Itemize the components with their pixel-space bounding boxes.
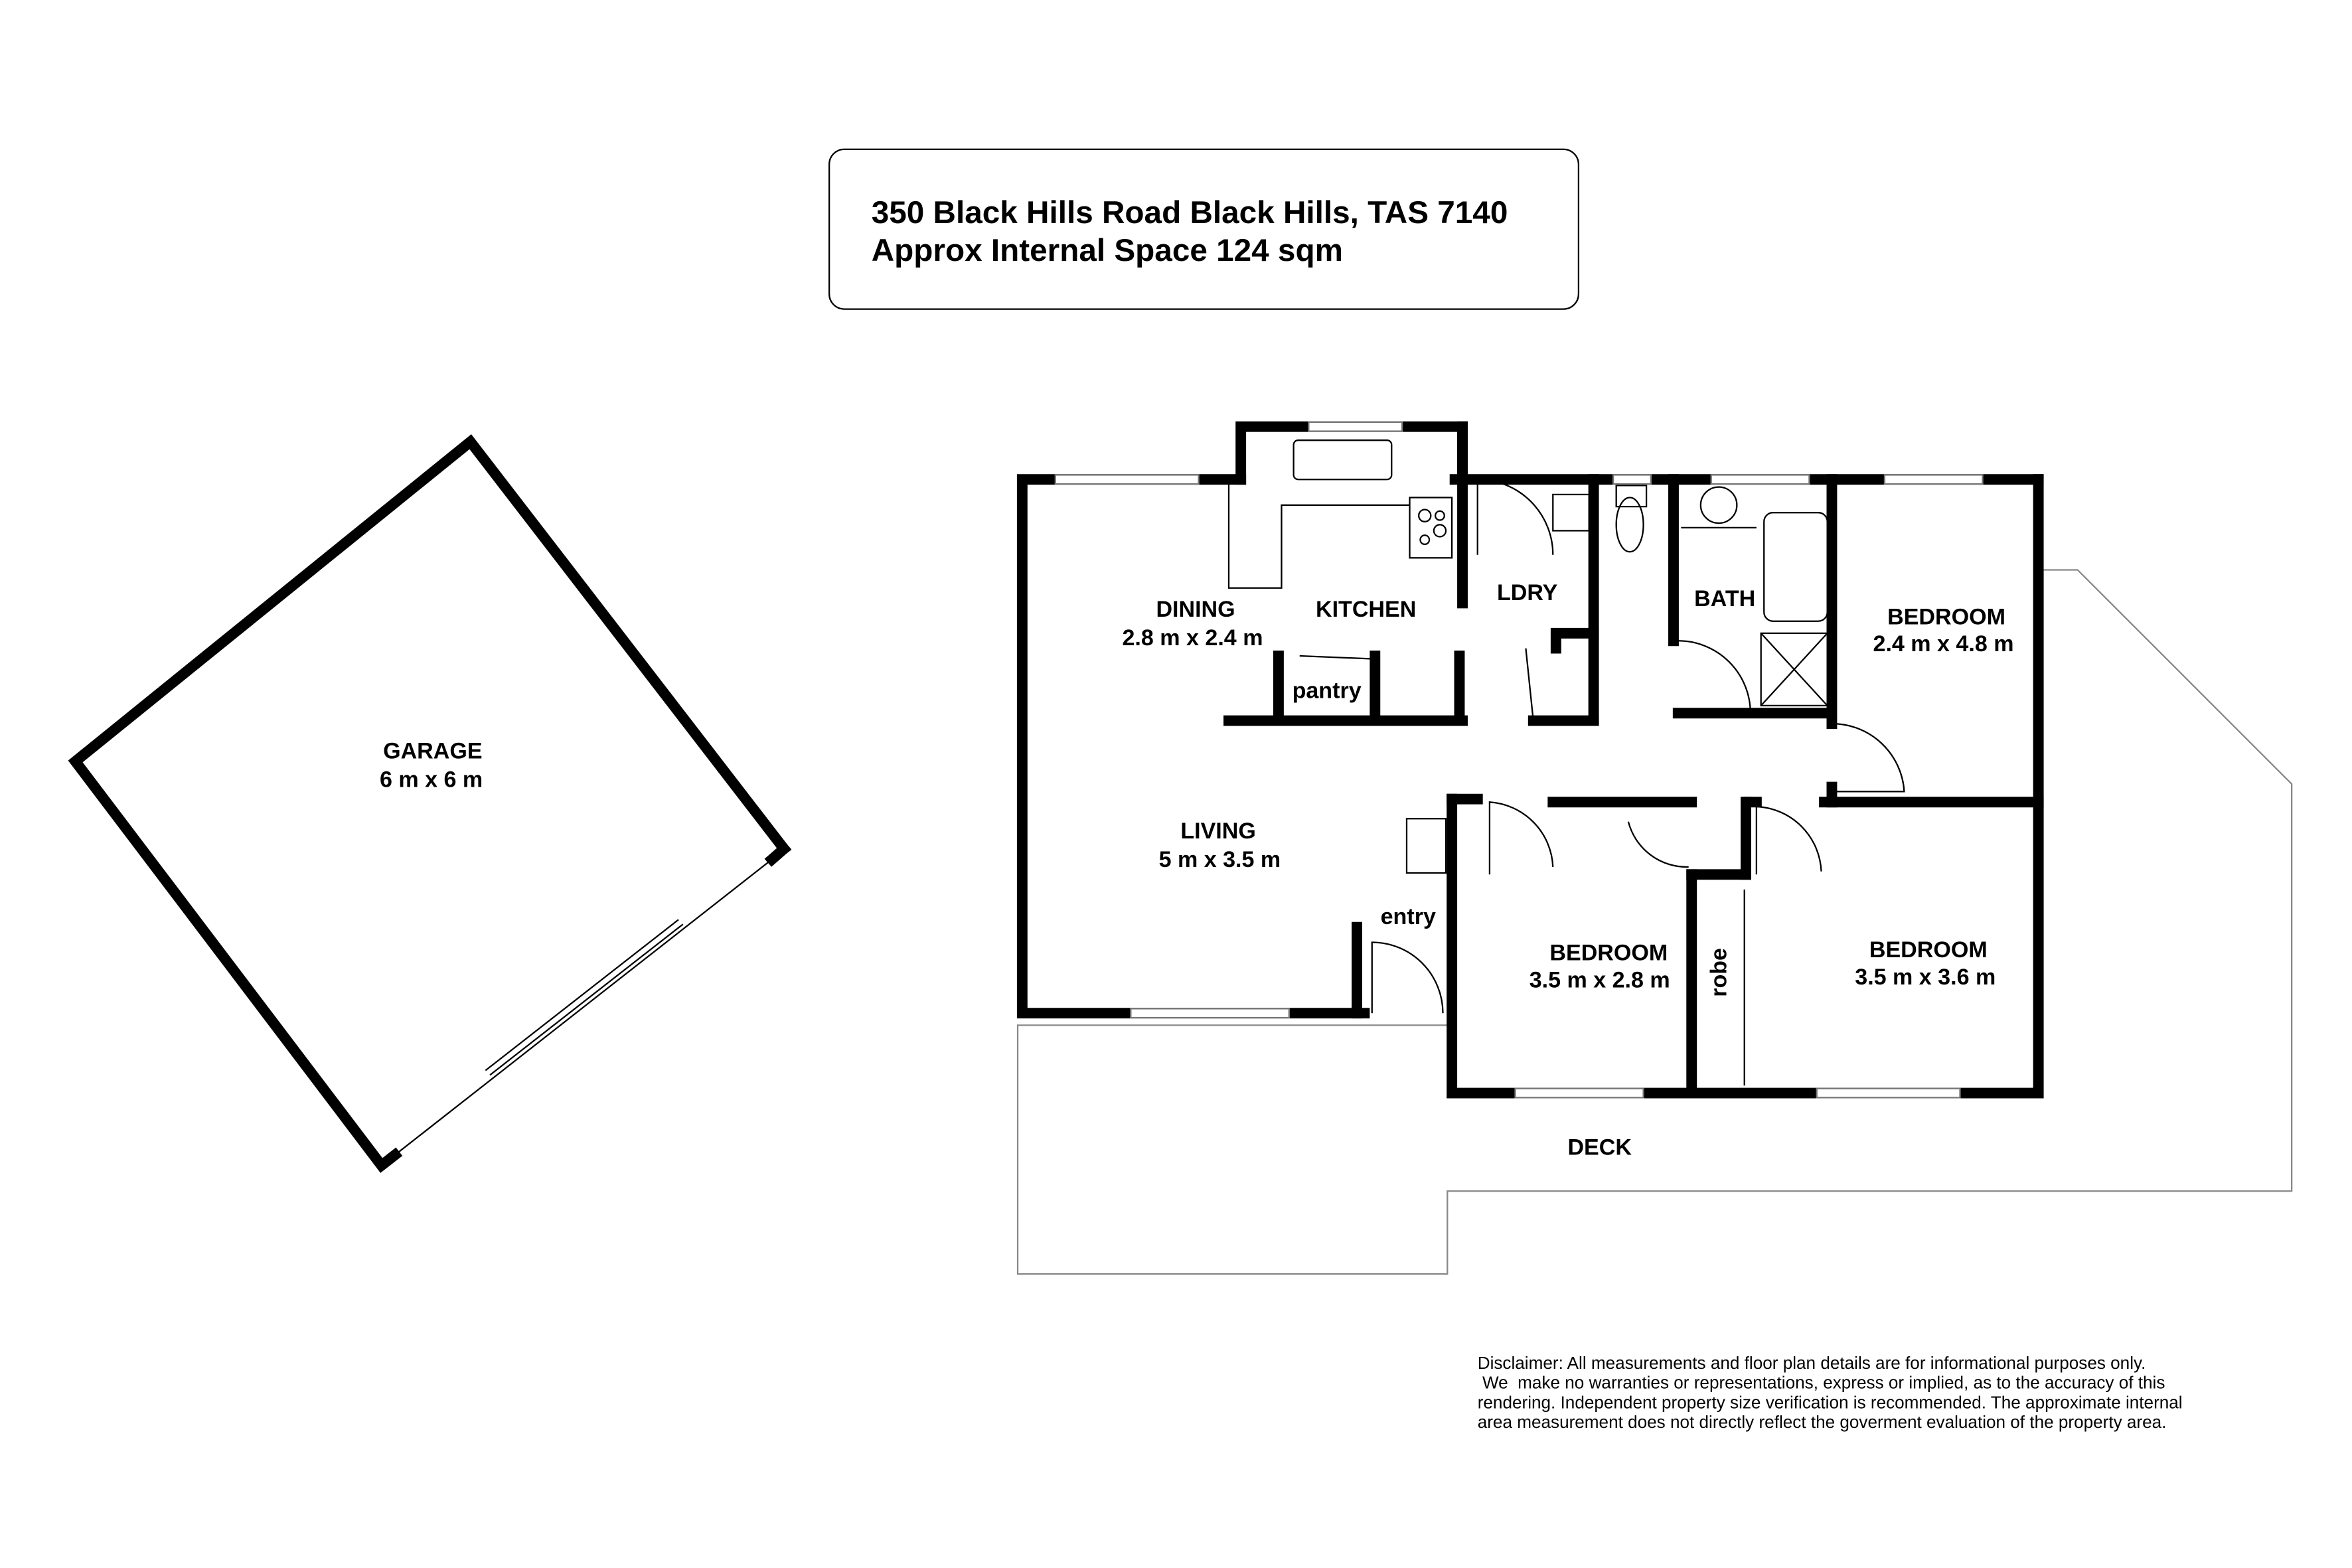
- door-bedroom1[interactable]: [1832, 723, 1905, 793]
- living-label: LIVING: [1180, 819, 1256, 844]
- door-laundry[interactable]: [1476, 479, 1554, 555]
- entry-cabinet-icon: [1405, 818, 1447, 874]
- bedroom1-size: 2.4 m x 4.8 m: [1873, 631, 2014, 657]
- deck-label: DECK: [1567, 1135, 1632, 1160]
- door-pantry[interactable]: [1299, 655, 1372, 660]
- disclaimer-line: rendering. Independent property size ver…: [1478, 1392, 2183, 1412]
- kitchen-label: KITCHEN: [1316, 597, 1416, 622]
- laundry-label: LDRY: [1497, 580, 1558, 605]
- bedroom3-size: 3.5 m x 3.6 m: [1855, 965, 1996, 990]
- bedroom2-size: 3.5 m x 2.8 m: [1529, 968, 1670, 993]
- basin-icon: [1699, 486, 1738, 524]
- pantry-label: pantry: [1293, 678, 1362, 704]
- garage: [68, 434, 792, 1173]
- door-bedroom3[interactable]: [1755, 805, 1822, 875]
- disclaimer-line: Disclaimer: All measurements and floor p…: [1478, 1353, 2146, 1373]
- toilet-icon: [1615, 497, 1644, 553]
- living-size: 5 m x 3.5 m: [1159, 847, 1281, 872]
- door-robe[interactable]: [1627, 821, 1689, 868]
- shower-icon: [1760, 632, 1828, 707]
- bedroom3-label: BEDROOM: [1869, 937, 1988, 963]
- house-walls: [1016, 421, 2044, 1099]
- laundry-tub-icon: [1552, 493, 1590, 532]
- kitchen-sink-icon: [1293, 439, 1393, 481]
- windows: [1054, 421, 1984, 1099]
- address-title: 350 Black Hills Road Black Hills, TAS 71…: [872, 195, 1508, 230]
- title-box: 350 Black Hills Road Black Hills, TAS 71…: [828, 148, 1580, 310]
- robe-label: robe: [1706, 948, 1731, 997]
- room-labels: DINING 2.8 m x 2.4 m KITCHEN pantry LDRY…: [380, 580, 2014, 1161]
- internal-area: Approx Internal Space 124 sqm: [872, 233, 1343, 268]
- disclaimer-line: We make no warranties or representations…: [1478, 1373, 2165, 1393]
- dining-size: 2.8 m x 2.4 m: [1122, 625, 1263, 651]
- disclaimer-line: area measurement does not directly refle…: [1478, 1412, 2167, 1432]
- door-laundry-cupboard[interactable]: [1525, 648, 1534, 721]
- door-bath[interactable]: [1678, 640, 1751, 714]
- cooktop-icon: [1409, 497, 1453, 559]
- bedroom2-label: BEDROOM: [1549, 941, 1668, 966]
- deck: [1016, 569, 2293, 1275]
- fixtures: [1227, 439, 1905, 1014]
- entry-label: entry: [1381, 904, 1436, 929]
- dining-label: DINING: [1156, 597, 1235, 622]
- door-bedroom2[interactable]: [1488, 801, 1554, 875]
- disclaimer: Disclaimer: All measurements and floor p…: [1478, 1353, 2183, 1432]
- bathtub-icon: [1763, 512, 1828, 622]
- garage-label: GARAGE: [383, 738, 482, 763]
- bedroom1-label: BEDROOM: [1887, 604, 2005, 629]
- garage-size: 6 m x 6 m: [380, 767, 483, 793]
- door-entry[interactable]: [1371, 941, 1444, 1014]
- bath-label: BATH: [1694, 586, 1755, 611]
